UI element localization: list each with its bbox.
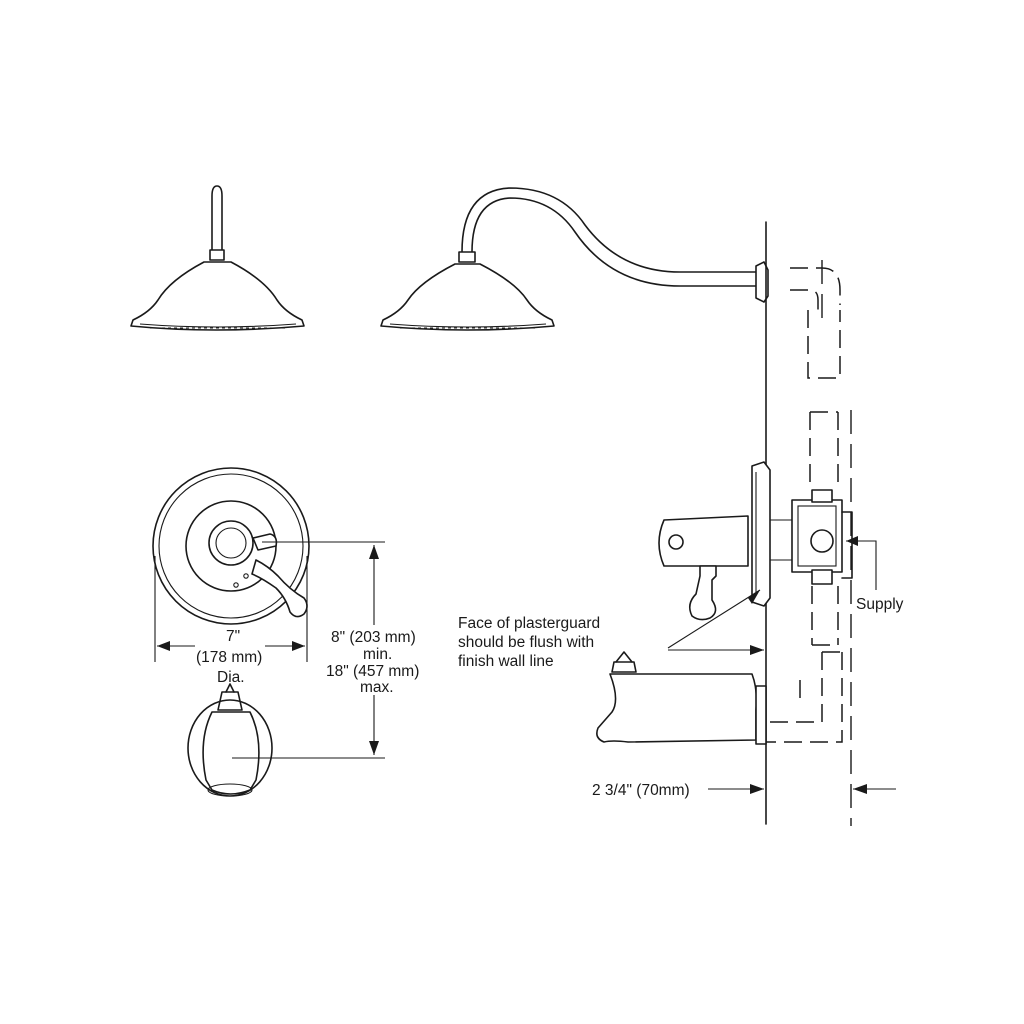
min-height-label: 8" (203 mm) — [331, 629, 416, 646]
hidden-supply-piping — [766, 267, 843, 743]
plasterguard-note-line1: Face of plasterguard — [458, 615, 600, 632]
diameter-dimension: 7" (178 mm) Dia. — [154, 556, 308, 686]
diameter-inches-label: 7" — [226, 628, 240, 645]
wall-depth-label: 2 3/4" (70mm) — [592, 782, 690, 799]
height-dimension: 8" (203 mm) min. 18" (457 mm) max. — [232, 541, 419, 759]
valve-trim-front-view — [152, 467, 310, 625]
max-word-label: max. — [360, 679, 394, 696]
plasterguard-note-line2: should be flush with — [458, 634, 594, 651]
shower-head-side-view — [380, 187, 769, 331]
tub-spout-front-view — [187, 683, 273, 797]
supply-label: Supply — [856, 596, 904, 613]
min-word-label: min. — [363, 646, 392, 663]
tub-spout-side-view — [596, 651, 767, 745]
shower-head-front-view — [130, 185, 305, 331]
diameter-mm-label: (178 mm) — [196, 649, 262, 666]
valve-side-view — [658, 461, 853, 621]
plasterguard-note-line3: finish wall line — [458, 653, 554, 670]
max-height-label: 18" (457 mm) — [326, 663, 419, 680]
callout-leaders — [667, 536, 896, 794]
diameter-suffix-label: Dia. — [217, 669, 245, 686]
